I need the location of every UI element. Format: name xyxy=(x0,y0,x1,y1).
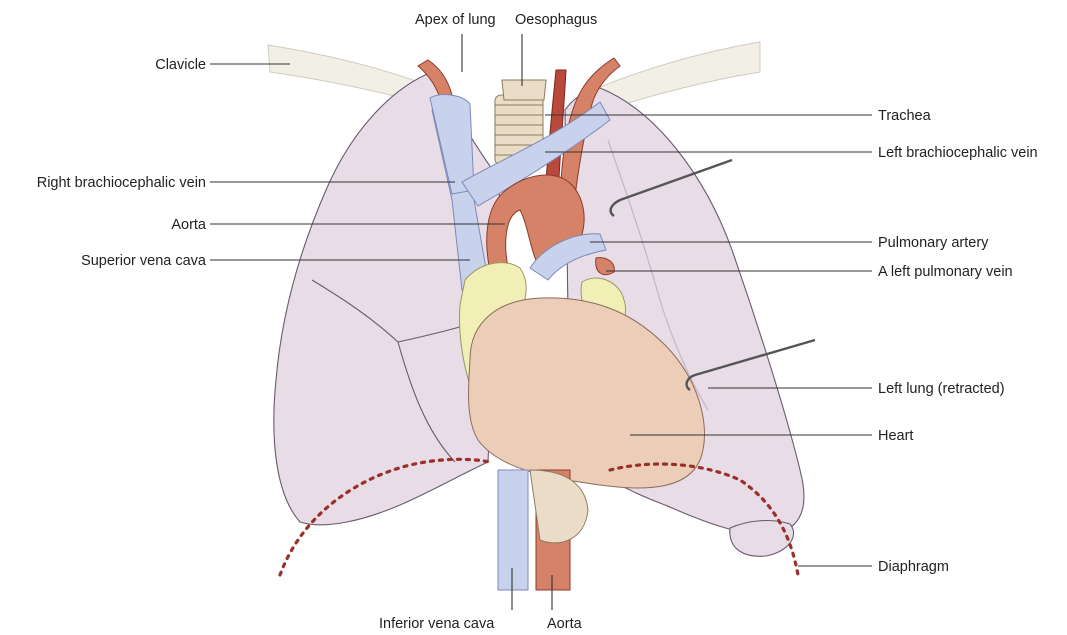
label-apex-of-lung: Apex of lung xyxy=(415,12,496,28)
label-aorta-lower: Aorta xyxy=(547,616,583,632)
label-left-pulmonary-vein: A left pulmonary vein xyxy=(878,264,1013,280)
label-superior-vena-cava: Superior vena cava xyxy=(81,253,207,269)
label-inferior-vena-cava: Inferior vena cava xyxy=(379,616,495,632)
label-heart: Heart xyxy=(878,428,913,444)
label-clavicle: Clavicle xyxy=(155,57,206,73)
label-aorta-upper: Aorta xyxy=(171,217,207,233)
oesophagus xyxy=(502,80,546,100)
left-lung-lingula xyxy=(730,521,794,557)
inferior-vena-cava xyxy=(498,470,528,590)
label-left-lung-retracted: Left lung (retracted) xyxy=(878,381,1005,397)
label-left-brachiocephalic-vein: Left brachiocephalic vein xyxy=(878,145,1038,161)
label-diaphragm: Diaphragm xyxy=(878,559,949,575)
label-pulmonary-artery: Pulmonary artery xyxy=(878,235,989,251)
label-right-brachiocephalic-vein: Right brachiocephalic vein xyxy=(37,175,206,191)
label-trachea: Trachea xyxy=(878,108,932,124)
label-oesophagus: Oesophagus xyxy=(515,12,597,28)
